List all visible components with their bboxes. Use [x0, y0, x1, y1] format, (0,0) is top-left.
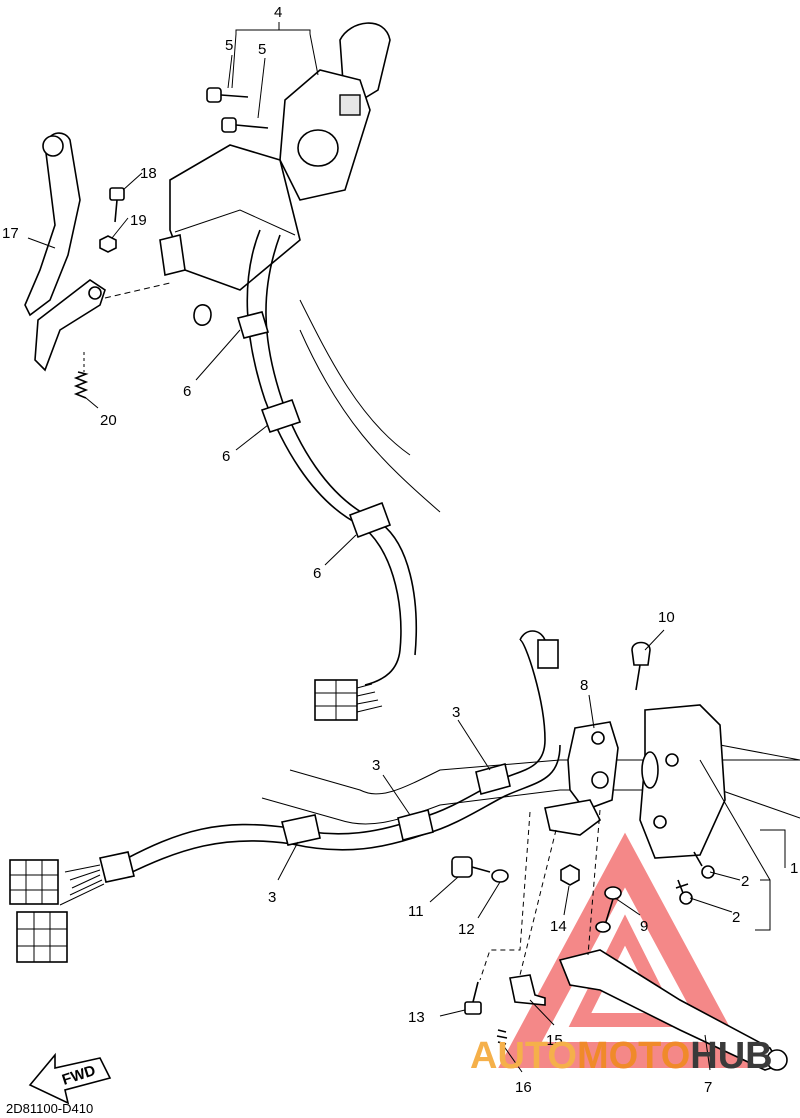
callout-9: 9 — [640, 918, 648, 935]
callout-1: 1 — [790, 860, 798, 877]
callout-18: 18 — [140, 165, 157, 182]
screw-5b — [221, 117, 269, 133]
callout-11: 11 — [408, 903, 424, 920]
callout-4: 4 — [274, 4, 282, 21]
callout-labels: 4 5 5 18 19 17 20 6 6 6 10 8 3 3 3 1 2 2… — [2, 4, 798, 1096]
washer-12 — [491, 869, 509, 883]
lower-wire-harness — [59, 630, 561, 906]
callout-3b: 3 — [372, 757, 380, 774]
bolt-18 — [109, 187, 125, 223]
callout-3c: 3 — [268, 889, 276, 906]
wire-clamp-3b — [397, 809, 434, 841]
screw-5a — [206, 87, 249, 103]
wire-clamp-3c — [475, 763, 511, 795]
right-switch-housing — [639, 704, 726, 859]
wire-clamp-3a — [281, 814, 321, 846]
callout-2b: 2 — [732, 909, 740, 926]
wire-clamp-6c — [348, 501, 392, 539]
diagram-code: 2D81100-D410 — [6, 1101, 93, 1116]
clutch-bracket-upper — [159, 144, 301, 326]
callout-12: 12 — [458, 921, 475, 938]
wire-clamp-6a — [236, 311, 270, 339]
left-switch-housing — [279, 69, 371, 201]
lever-17 — [24, 132, 106, 372]
harness-sleeve — [99, 851, 135, 883]
callout-7: 7 — [704, 1079, 712, 1096]
spring-20 — [73, 371, 89, 399]
screw-16 — [496, 1029, 508, 1045]
switch-15 — [509, 974, 546, 1006]
callout-10: 10 — [658, 609, 675, 626]
callout-15: 15 — [546, 1032, 563, 1049]
nut-14 — [560, 864, 580, 886]
pin-9 — [595, 886, 622, 933]
callout-2a: 2 — [741, 873, 749, 890]
bolt-13 — [464, 981, 482, 1015]
callout-19: 19 — [130, 212, 147, 229]
callout-17: 17 — [2, 225, 19, 242]
upper-wire-harness — [236, 229, 418, 686]
watermark-word-c: HUB — [690, 1035, 772, 1077]
handlebar-upper — [299, 299, 441, 513]
callout-13: 13 — [408, 1009, 425, 1026]
fwd-arrow-icon: FWD — [28, 1052, 112, 1105]
callout-6a: 6 — [183, 383, 191, 400]
callout-3a: 3 — [452, 704, 460, 721]
upper-connector — [314, 679, 383, 721]
callout-14: 14 — [550, 918, 567, 935]
bolt-10 — [631, 641, 651, 691]
callout-8: 8 — [580, 677, 588, 694]
callout-6c: 6 — [313, 565, 321, 582]
master-cylinder-bracket — [544, 721, 619, 836]
screw-2a — [693, 851, 715, 879]
callout-5a: 5 — [225, 37, 233, 54]
leader-lines — [27, 22, 786, 1073]
lower-connector-a — [9, 859, 59, 905]
callout-16: 16 — [515, 1079, 532, 1096]
wire-clamp-6b — [260, 398, 302, 434]
callout-20: 20 — [100, 412, 117, 429]
lower-connector-b — [16, 911, 68, 963]
watermark-text: AUTOMOTOHUB — [470, 1035, 773, 1077]
callout-6b: 6 — [222, 448, 230, 465]
watermark-word-b: MOTO — [577, 1035, 690, 1077]
bolt-11 — [451, 856, 491, 878]
watermark-word-a: AUTO — [470, 1035, 577, 1077]
lever-7 — [558, 949, 788, 1071]
handlebar-lower — [261, 744, 800, 825]
screw-2b — [675, 879, 693, 905]
callout-5b: 5 — [258, 41, 266, 58]
nut-19 — [99, 235, 117, 253]
